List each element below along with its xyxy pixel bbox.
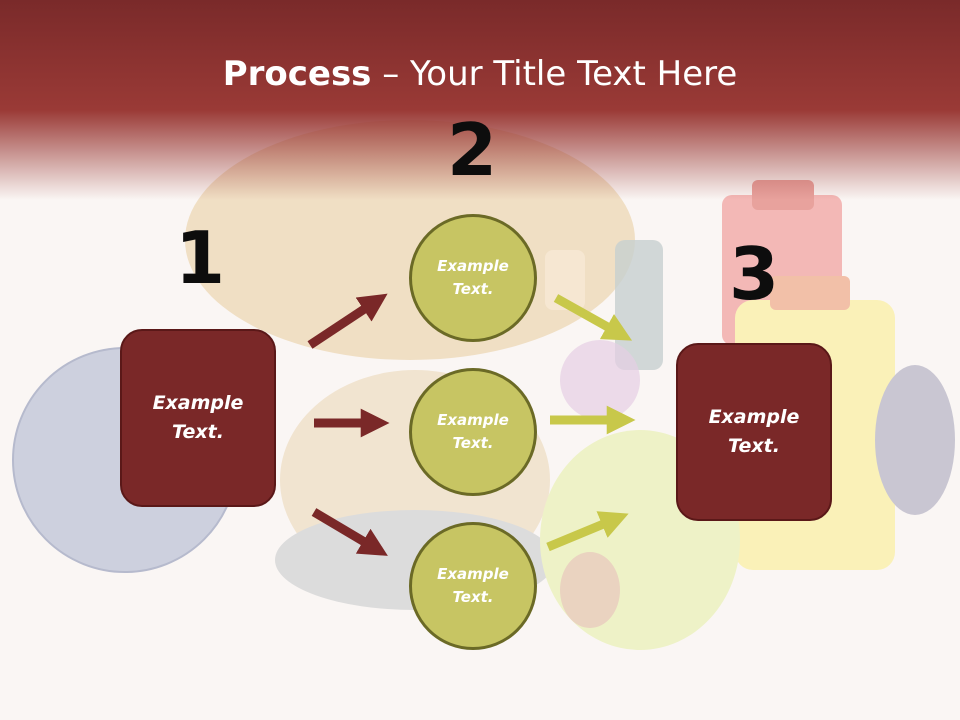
step-1-text: Example Text.	[152, 392, 244, 443]
title-bold: Process	[222, 54, 372, 94]
circle-3-text: Example Text.	[437, 565, 509, 606]
step-number-2: 2	[446, 108, 498, 192]
step-2-circle-2[interactable]: Example Text.	[409, 368, 537, 496]
arrow-to-circle-3	[311, 508, 388, 556]
step-2-circle-1[interactable]: Example Text.	[409, 214, 537, 342]
title-rest: – Your Title Text Here	[371, 54, 738, 94]
step-3-box[interactable]: Example Text.	[676, 343, 832, 521]
step-1-box[interactable]: Example Text.	[120, 329, 276, 507]
circle-1-text: Example Text.	[437, 257, 509, 298]
step-2-circle-3[interactable]: Example Text.	[409, 522, 537, 650]
step-3-text: Example Text.	[708, 406, 800, 457]
arrow-from-circle-3	[546, 511, 629, 552]
slide-title: Process – Your Title Text Here	[0, 52, 960, 96]
title-bar	[0, 0, 960, 200]
circle-2-text: Example Text.	[437, 411, 509, 452]
arrow-from-circle-1	[553, 294, 633, 341]
step-number-3: 3	[728, 232, 780, 316]
arrow-to-circle-1	[307, 293, 388, 349]
step-number-1: 1	[174, 216, 226, 300]
